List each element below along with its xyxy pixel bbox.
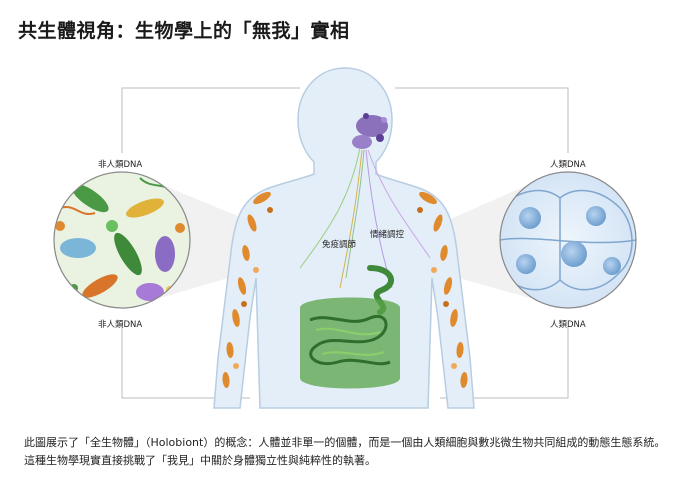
human-body-silhouette	[213, 67, 475, 409]
nerve-lines	[299, 147, 431, 289]
skin-microbes-left	[222, 191, 273, 388]
connector-frame	[121, 87, 569, 399]
page-title: 共生體視角：生物學上的「無我」實相	[18, 20, 350, 42]
holobiont-diagram: 非人類DNA 非人類DNA 人類DNA 人類DNA 免疫調節 情緒調控	[0, 58, 687, 418]
label-non-human-dna-top: 非人類DNA	[98, 160, 143, 170]
brain-microbes	[352, 113, 388, 149]
human-dna-circle	[499, 171, 637, 309]
skin-microbes-right	[417, 191, 468, 388]
diagram-illustration	[53, 67, 637, 409]
label-human-dna-top: 人類DNA	[550, 160, 586, 170]
figure-caption: 此圖展示了「全生物體」（Holobiont）的概念：人體並非單一的個體，而是一個…	[24, 436, 666, 467]
label-emotion-regulation: 情緒調控	[370, 230, 405, 240]
gut-microbiome	[300, 265, 400, 389]
label-human-dna-bottom: 人類DNA	[550, 320, 586, 330]
label-non-human-dna-bottom: 非人類DNA	[98, 320, 143, 330]
non-human-dna-circle	[53, 171, 191, 309]
label-immune-regulation: 免疫調節	[322, 240, 357, 250]
